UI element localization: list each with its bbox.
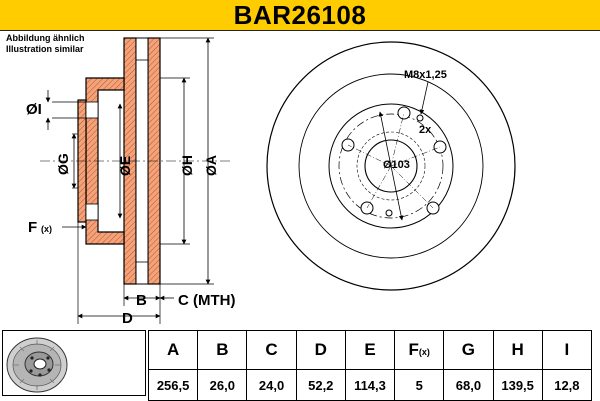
spec-header-cell-f: F(x) — [394, 330, 445, 370]
technical-drawing: ØI ØG ØE ØH ØA F (x) B C (MTH) — [26, 37, 516, 327]
spec-value-cell: 24,0 — [246, 369, 297, 401]
hat-edge — [328, 103, 454, 229]
header-banner: BAR26108 — [0, 0, 600, 31]
spec-header-cell: E — [344, 330, 396, 370]
spec-value-cell: 12,8 — [541, 369, 593, 401]
spec-header-f-label: F — [408, 340, 419, 359]
dim-label-H: ØH — [179, 155, 195, 176]
friction-ring-inner-edge — [298, 73, 484, 259]
rotor-thumbnail-icon — [6, 337, 68, 393]
spec-header-cell: G — [443, 330, 494, 370]
spec-header-cell: D — [295, 330, 346, 370]
dim-label-G: ØG — [55, 153, 71, 175]
dim-label-F-sub: (x) — [41, 224, 52, 234]
dim-label-C: C (MTH) — [178, 292, 235, 309]
spec-value-row: 256,5 26,0 24,0 52,2 114,3 5 68,0 139,5 … — [147, 369, 593, 401]
spec-value-cell: 26,0 — [197, 369, 248, 401]
spec-header-f-sub: (x) — [418, 347, 430, 357]
spec-header-cell: C — [246, 330, 297, 370]
dim-label-A: ØA — [203, 155, 219, 176]
spec-header-cell: I — [541, 330, 593, 370]
spec-value-cell: 5 — [394, 369, 445, 401]
caption-line-english: Illustration similar — [6, 44, 84, 54]
threaded-hole — [416, 114, 424, 122]
bolt-hole-section — [85, 101, 99, 119]
side-section-view: ØI ØG ØE ØH ØA F (x) B C (MTH) — [26, 37, 235, 327]
spec-value-cell: 52,2 — [295, 369, 346, 401]
spec-value-cell: 114,3 — [344, 369, 396, 401]
spec-value-cell: 68,0 — [443, 369, 494, 401]
product-thumbnail — [2, 330, 146, 396]
illustration-caption: Abbildung ähnlich Illustration similar — [6, 33, 85, 55]
spec-header-row: A B C D E F(x) G H I — [147, 330, 593, 370]
dim-label-F: F — [28, 219, 37, 236]
dim-label-I: ØI — [26, 101, 42, 118]
caption-line-german: Abbildung ähnlich — [6, 33, 85, 43]
spec-value-cell: 139,5 — [492, 369, 543, 401]
threaded-hole — [385, 209, 393, 217]
spec-value-cell: 256,5 — [147, 369, 199, 401]
spec-header-cell: H — [492, 330, 543, 370]
pcd-label: Ø103 — [383, 159, 410, 171]
spec-table: A B C D E F(x) G H I 256,5 26,0 24,0 52,… — [147, 330, 593, 401]
part-number-title: BAR26108 — [233, 0, 367, 30]
spec-header-cell: B — [197, 330, 248, 370]
dim-label-E: ØE — [117, 156, 133, 176]
thread-count-label: 2x — [419, 124, 432, 136]
dim-label-B: B — [136, 292, 147, 309]
spec-header-cell: A — [147, 330, 199, 370]
front-view: Ø103 M8x1,25 2x — [266, 41, 516, 291]
dim-label-D: D — [122, 310, 133, 327]
thread-label: M8x1,25 — [404, 69, 447, 81]
